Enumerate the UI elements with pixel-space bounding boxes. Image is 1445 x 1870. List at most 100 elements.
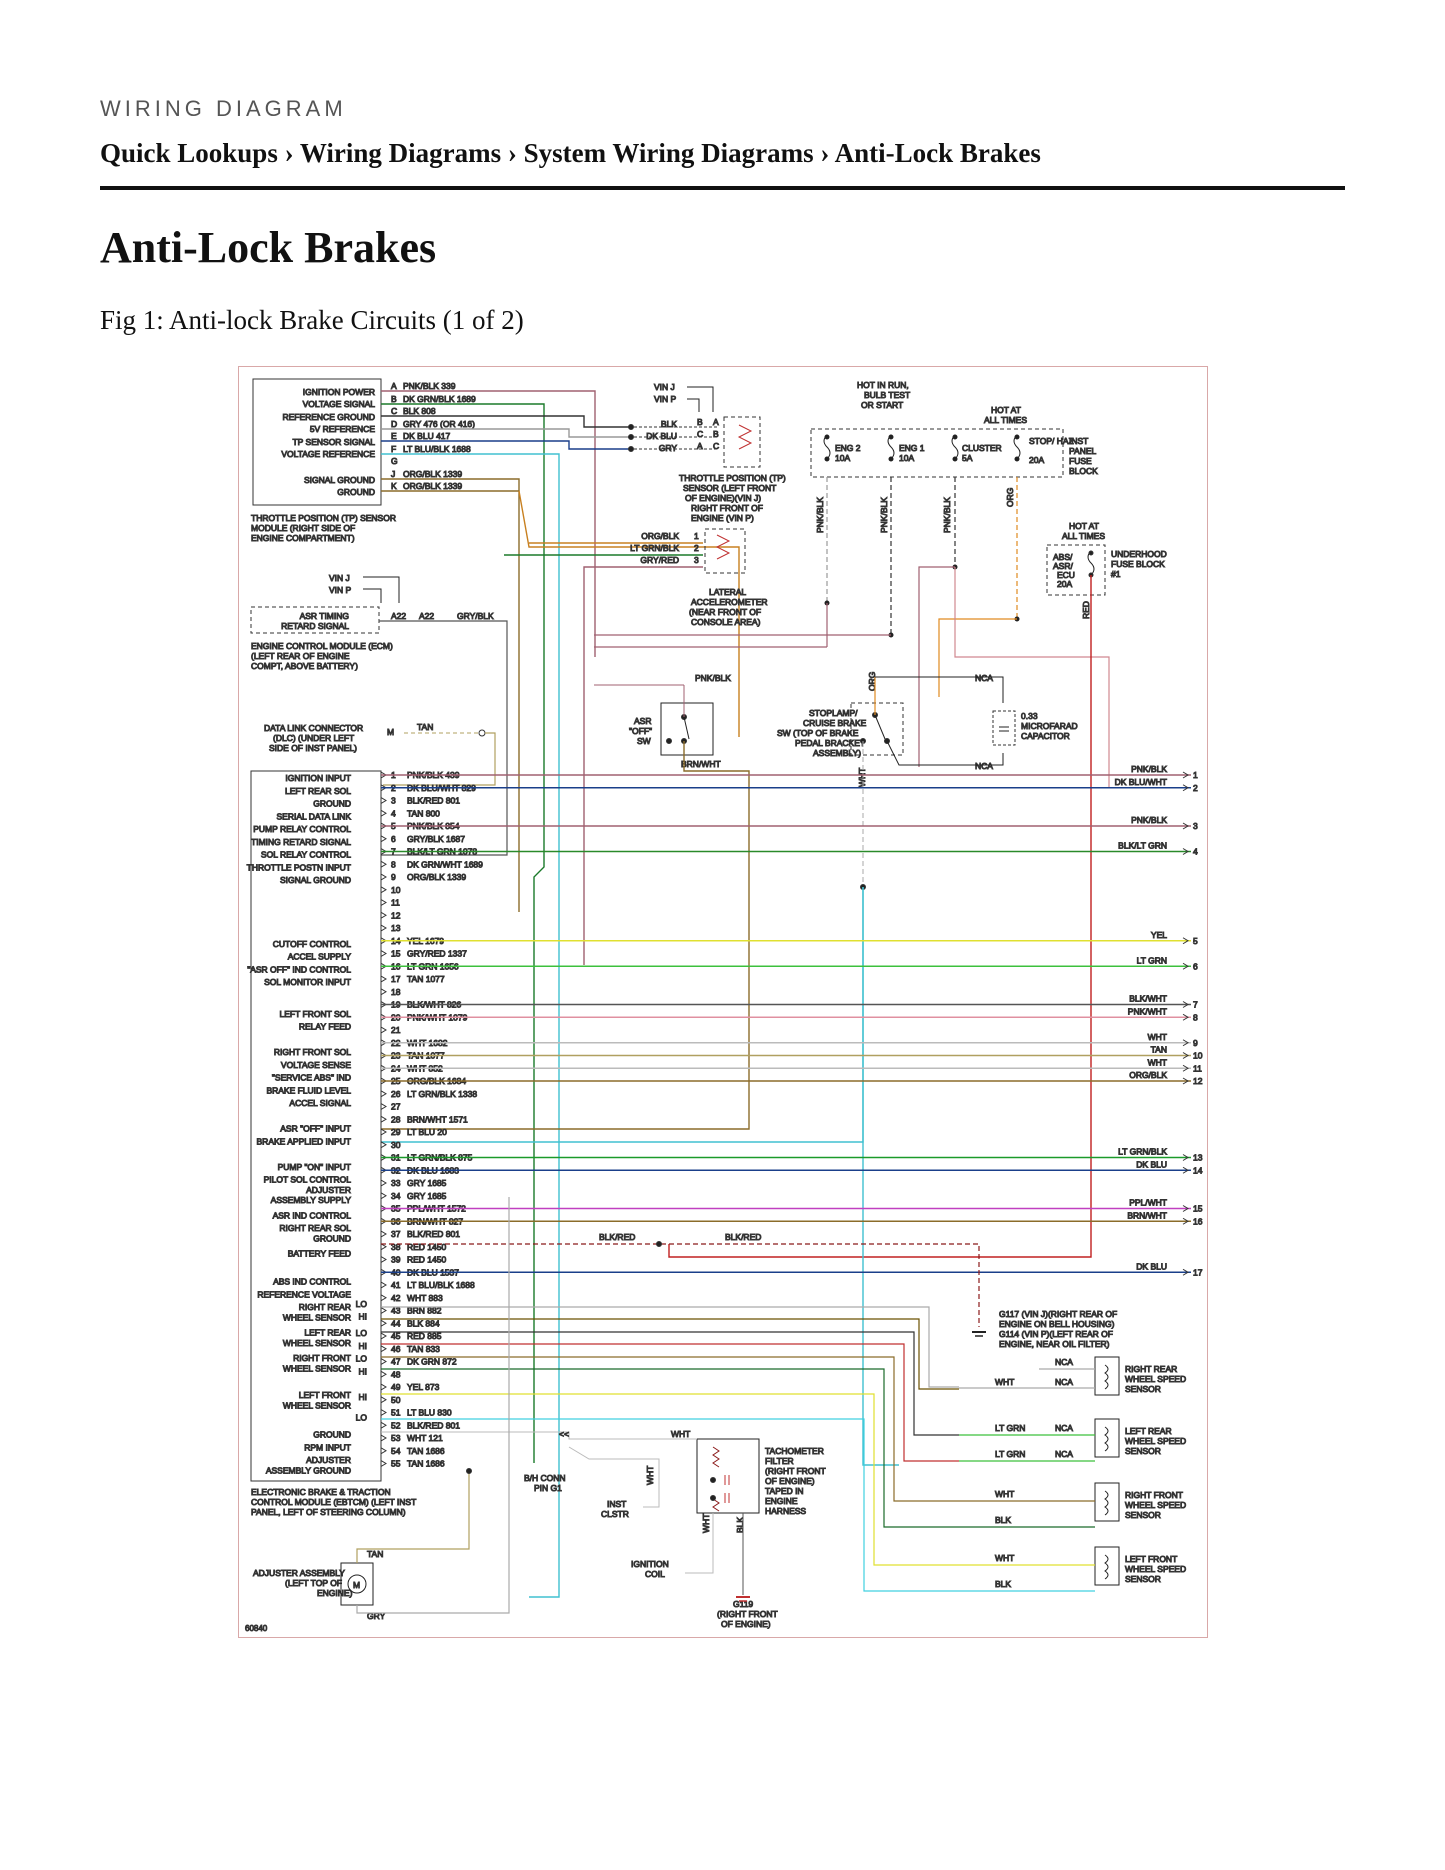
continuation-number: 6: [1193, 961, 1198, 971]
stoplamp-nca: NCA: [975, 673, 993, 683]
tp-sensor: VIN J VIN P BLK DK BLU GRY B A C B A C T…: [628, 382, 786, 524]
continuation-wire-label: DK BLU: [1136, 1261, 1167, 1271]
continuation-number: 17: [1193, 1267, 1203, 1277]
continuation-wire-label: BLK/LT GRN: [1118, 841, 1167, 851]
accel-wire: LT GRN/BLK: [630, 543, 679, 553]
adjuster-title: ADJUSTER ASSEMBLY: [253, 1568, 345, 1578]
fuse-rating: 5A: [962, 453, 973, 463]
tp-sensor-pin: B: [697, 417, 703, 427]
continuation-wire-label: WHT: [1148, 1032, 1167, 1042]
fuse-name: ENG 2: [835, 443, 861, 453]
ebtcm-pin-label: IGNITION INPUT: [285, 773, 351, 783]
tach-title: FILTER: [765, 1456, 794, 1466]
tp-pin-letter: G: [391, 456, 398, 466]
accel-title: (NEAR FRONT OF: [689, 607, 761, 617]
continuation-number: 15: [1193, 1204, 1203, 1214]
ebtcm-pin-number: 26: [391, 1089, 401, 1099]
ecm-vin: VIN J: [329, 573, 350, 583]
continuation-wire-label: PNK/BLK: [1131, 815, 1167, 825]
stoplamp-label: SW (TOP OF BRAKE: [777, 728, 859, 738]
wheel-sensor-title: LEFT REAR: [1125, 1426, 1172, 1436]
g119-label: G119: [733, 1599, 753, 1609]
continuation-number: 1: [1193, 770, 1198, 780]
continuation-chevron: [1182, 822, 1189, 830]
tp-sensor-title: ENGINE (VIN P): [691, 513, 754, 523]
wheel-wire: NCA: [1055, 1377, 1073, 1387]
stoplamp-label: PEDAL BRACKET: [795, 738, 865, 748]
pin-chevron: [380, 1128, 387, 1136]
ebtcm-pin-label: WHEEL SENSOR: [283, 1312, 351, 1322]
wheel-wire: NCA: [1055, 1357, 1073, 1367]
header-divider: [100, 186, 1345, 190]
underhood-wire: RED: [1081, 601, 1091, 619]
ebtcm-pin-number: 53: [391, 1433, 401, 1443]
breadcrumb-item-system-wiring-diagrams[interactable]: System Wiring Diagrams: [523, 138, 814, 168]
ebtcm-pin-label: LEFT FRONT: [299, 1390, 351, 1400]
fuse-header: HOT IN RUN,: [857, 380, 909, 390]
tp-pin-letter: D: [391, 419, 397, 429]
lo-hi-label: LO: [356, 1354, 368, 1364]
tp-sensor-title: OF ENGINE)(VIN J): [685, 493, 761, 503]
lo-hi-label: LO: [356, 1299, 368, 1309]
ebtcm-pin-wire: DK GRN/WHT 1689: [407, 859, 483, 869]
tp-pin-label: REFERENCE GROUND: [282, 412, 375, 422]
tp-wire-label: ORG/BLK 1339: [403, 481, 462, 491]
pin-chevron: [380, 1460, 387, 1467]
ebtcm-pin-label: WHEEL SENSOR: [283, 1363, 351, 1373]
wheel-sensor-title: WHEEL SPEED: [1125, 1500, 1186, 1510]
underhood-title: UNDERHOOD: [1111, 549, 1167, 559]
lo-hi-label: LO: [356, 1412, 368, 1422]
ebtcm-pin-label: GROUND: [313, 1430, 351, 1440]
ebtcm-pin-wire: TAN 800: [407, 808, 440, 818]
wiring-diagram-canvas: IGNITION POWER VOLTAGE SIGNAL REFERENCE …: [245, 378, 1203, 1634]
ebtcm-pin-label: BRAKE FLUID LEVEL: [266, 1085, 351, 1095]
tp-sensor-vin: VIN P: [654, 394, 677, 404]
ebtcm-pin-label: ABS IND CONTROL: [273, 1277, 351, 1287]
ebtcm-pin-wire: TAN 833: [407, 1344, 440, 1354]
fuse-name: STOP/ HAZ: [1029, 436, 1074, 446]
ebtcm-pin-number: 3: [391, 796, 396, 806]
lo-hi-label: HI: [359, 1366, 368, 1376]
stoplamp-label: CRUISE BRAKE: [803, 718, 867, 728]
tp-sensor-wire: DK BLU: [646, 431, 677, 441]
pin-chevron: [380, 1307, 387, 1314]
ebtcm-pin-label: RIGHT FRONT: [293, 1353, 351, 1363]
capacitor-label: 0.33: [1021, 711, 1038, 721]
fuse-wire-label: PNK/BLK: [879, 497, 889, 533]
tp-sensor-wire: BLK: [661, 419, 677, 429]
underhood-fuse: ASR/: [1053, 561, 1073, 571]
tach-title: ENGINE: [765, 1496, 798, 1506]
ebtcm-pin-label: LEFT REAR: [304, 1328, 351, 1338]
ebtcm-pin-wire: BLK/RED 801: [407, 1229, 460, 1239]
continuation-wire-label: LT GRN: [1137, 955, 1167, 965]
tp-sensor-wire: GRY: [659, 443, 678, 453]
fuse-hot: HOT AT: [991, 405, 1021, 415]
ebtcm-pin-number: 15: [391, 949, 401, 959]
ebtcm-pin-wire: YEL 873: [407, 1382, 440, 1392]
ebtcm-pin-wire: WHT 883: [407, 1293, 443, 1303]
inst-panel-fuse-block: HOT IN RUN, BULB TEST OR START HOT AT AL…: [810, 380, 1099, 534]
underhood-hot: ALL TIMES: [1062, 531, 1105, 541]
continuation-wire-label: BRN/WHT: [1127, 1210, 1167, 1220]
lo-hi-label: HI: [359, 1341, 368, 1351]
continuation-number: 2: [1193, 783, 1198, 793]
ebtcm-pin-number: 45: [391, 1331, 401, 1341]
pin-chevron: [380, 1383, 387, 1391]
tp-sensor-pin: A: [697, 441, 703, 451]
ebtcm-pin-label: BATTERY FEED: [288, 1249, 351, 1259]
breadcrumb-item-wiring-diagrams[interactable]: Wiring Diagrams: [299, 138, 502, 168]
ebtcm-pin-label: ADJUSTER: [306, 1185, 351, 1195]
breadcrumb-item-quick-lookups[interactable]: Quick Lookups: [100, 138, 278, 168]
wheel-wire: WHT: [995, 1489, 1014, 1499]
continuation-chevron: [1182, 848, 1189, 855]
page-title: Anti-Lock Brakes: [100, 223, 437, 272]
tach-wire: WHT: [671, 1429, 690, 1439]
wheel-sensor-title: RIGHT FRONT: [1125, 1490, 1183, 1500]
ebtcm-pin-label: WHEEL SENSOR: [283, 1338, 351, 1348]
ecm-title: COMPT, ABOVE BATTERY): [251, 661, 358, 671]
ebtcm-pin-number: 44: [391, 1318, 401, 1328]
lateral-accelerometer: ORG/BLK LT GRN/BLK GRY/RED 1 2 3 LATERAL…: [630, 528, 768, 628]
stoplamp-nca: NCA: [975, 761, 993, 771]
ebtcm-pin-label: REFERENCE VOLTAGE: [257, 1289, 351, 1299]
continuation-chevron: [1182, 1001, 1189, 1008]
